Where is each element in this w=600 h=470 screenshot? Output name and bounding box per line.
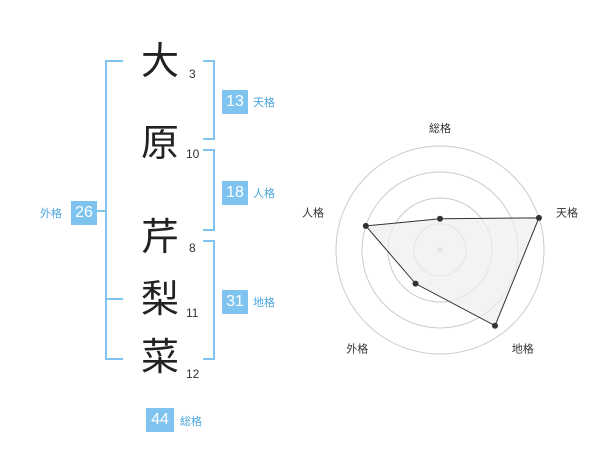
stroke-count-4: 11: [186, 306, 199, 320]
name-char-1: 大: [141, 39, 180, 83]
sou-value-badge: 44: [146, 408, 174, 432]
jin-value-badge: 18: [222, 181, 248, 205]
name-char-5: 菜: [141, 335, 180, 379]
stroke-count-3: 8: [189, 241, 196, 255]
radar-point-5: [362, 222, 369, 229]
stroke-count-2: 10: [186, 147, 200, 161]
radar-axis-label: 総格: [429, 121, 451, 135]
radar-point-2: [535, 214, 542, 221]
radar-point-1: [437, 215, 443, 222]
gai-value-badge: 26: [71, 201, 97, 225]
radar-axis-label: 天格: [556, 205, 578, 219]
jin-label: 人格: [253, 187, 275, 200]
radar-area: [364, 217, 540, 327]
ten-label: 天格: [253, 96, 275, 109]
gai-label: 外格: [40, 207, 62, 220]
radar-axis-label: 地格: [512, 342, 534, 356]
stroke-count-5: 12: [186, 367, 200, 381]
chi-label: 地格: [253, 296, 275, 309]
sou-label: 総格: [180, 415, 202, 428]
name-char-3: 芹: [141, 215, 180, 259]
name-char-2: 原: [141, 121, 180, 165]
radar-axis-label: 人格: [302, 205, 324, 219]
radar-point-4: [412, 280, 419, 287]
ten-value-badge: 13: [222, 90, 248, 114]
chi-value-badge: 31: [222, 290, 248, 314]
name-char-4: 梨: [141, 277, 180, 321]
radar-point-3: [492, 322, 499, 329]
stroke-count-1: 3: [189, 67, 196, 81]
radar-ring: [335, 145, 545, 355]
radar-axis-label: 外格: [346, 342, 368, 356]
